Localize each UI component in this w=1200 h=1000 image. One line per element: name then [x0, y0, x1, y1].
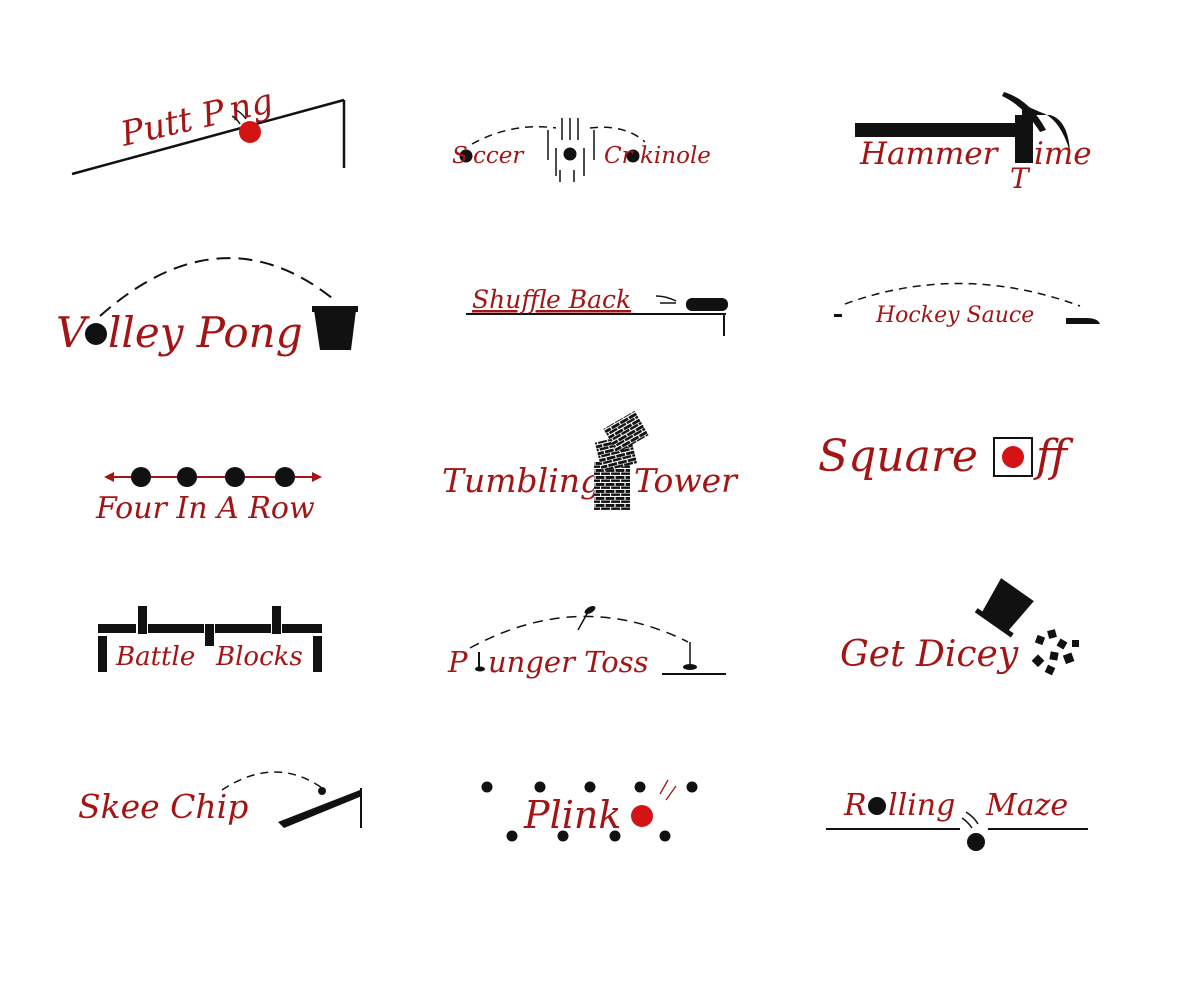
logo-hammer-time: Hammer ime T [855, 92, 1092, 195]
hammer-time-ime: ime [1034, 136, 1092, 172]
tumbling-tower-tumbling: Tumbling [442, 461, 601, 500]
rolling-maze-lling: lling [888, 788, 955, 823]
volley-pong-v: V [56, 308, 90, 357]
rolling-maze-maze: Maze [985, 788, 1068, 823]
soccer-crokinole-ccer: ccer [473, 143, 525, 169]
puck-icon [686, 298, 728, 311]
square-off-ff: ff [1033, 431, 1074, 482]
motion-lines-icon [655, 295, 677, 304]
hammer-time-hammer: Hammer [859, 136, 1000, 172]
hammer-claw-icon [1015, 104, 1070, 152]
hammer-handle-icon [855, 123, 1025, 137]
logo-square-off: Square ff [818, 431, 1074, 482]
logo-plunger-toss: P unger Toss [447, 606, 726, 679]
logo-shuffle-back: Shuffle Back [466, 285, 728, 336]
ramp-icon [278, 790, 362, 828]
logo-skee-chip: Skee Chip [78, 771, 362, 828]
logo-get-dicey: Get Dicey [840, 578, 1079, 676]
logo-putt-pong: Putt P ng [71, 81, 346, 176]
cup-icon [314, 310, 356, 350]
arrow-left-icon [104, 472, 114, 482]
square-off-square: Square [818, 431, 978, 482]
chip-icon [318, 787, 326, 795]
motion-lines-icon [659, 779, 677, 801]
plunger-toss-p: P [447, 645, 468, 679]
dice-icon [1031, 629, 1079, 676]
motion-lines-icon [231, 109, 247, 125]
disc-icon [563, 147, 577, 161]
soccer-crokinole-cr: Cr [604, 143, 635, 169]
soccer-crokinole-s: S [452, 143, 468, 169]
soccer-crokinole-kinole: kinole [640, 143, 711, 169]
rolling-maze-r: R [843, 788, 867, 823]
flying-plunger-icon [584, 606, 596, 614]
plinko-title: Plink [523, 793, 621, 837]
shuffle-back-title: Shuffle Back [472, 285, 631, 314]
logo-tumbling-tower: Tumbling Tower [442, 410, 739, 510]
logo-soccer-crokinole: S ccer Cr kinole [452, 118, 711, 182]
blocks-icon [98, 606, 322, 672]
ping-pong-ball-icon [239, 121, 261, 143]
four-in-a-row-title: Four In A Row [95, 491, 315, 526]
hammer-head-icon [1015, 115, 1033, 163]
square-frame-icon [993, 437, 1033, 477]
battle-blocks-blocks: Blocks [215, 642, 303, 672]
peg-posts-icon [547, 118, 595, 182]
brick-tower-icon [594, 410, 649, 510]
marble-icon [967, 833, 985, 851]
dice-cup-icon [974, 578, 1034, 638]
get-dicey-title: Get Dicey [840, 634, 1019, 675]
logo-volley-pong: V lley Pong [56, 257, 358, 357]
battle-blocks-battle: Battle [115, 642, 195, 672]
logo-battle-blocks: Battle Blocks [98, 606, 322, 672]
skee-chip-title: Skee Chip [78, 787, 248, 826]
logo-plinko: Plink [481, 779, 698, 842]
logo-hockey-sauce: Hockey Sauce [834, 282, 1100, 328]
plunger-icon [683, 664, 697, 670]
hockey-sauce-title: Hockey Sauce [875, 303, 1034, 328]
volleyball-icon [85, 323, 107, 345]
tumbling-tower-tower: Tower [634, 461, 739, 500]
plunger-toss-rest: unger Toss [488, 645, 648, 679]
motion-lines-icon [961, 811, 979, 829]
logo-rolling-maze: R lling Maze [826, 788, 1088, 851]
peg-board-icon [481, 781, 698, 842]
hammer-time-t: T [1010, 162, 1031, 195]
volley-pong-rest: lley Pong [108, 308, 303, 357]
plinko-ball-icon [631, 805, 653, 827]
arrow-right-icon [312, 472, 322, 482]
hockey-stick-icon [1066, 318, 1100, 324]
logo-four-in-a-row: Four In A Row [95, 467, 322, 526]
